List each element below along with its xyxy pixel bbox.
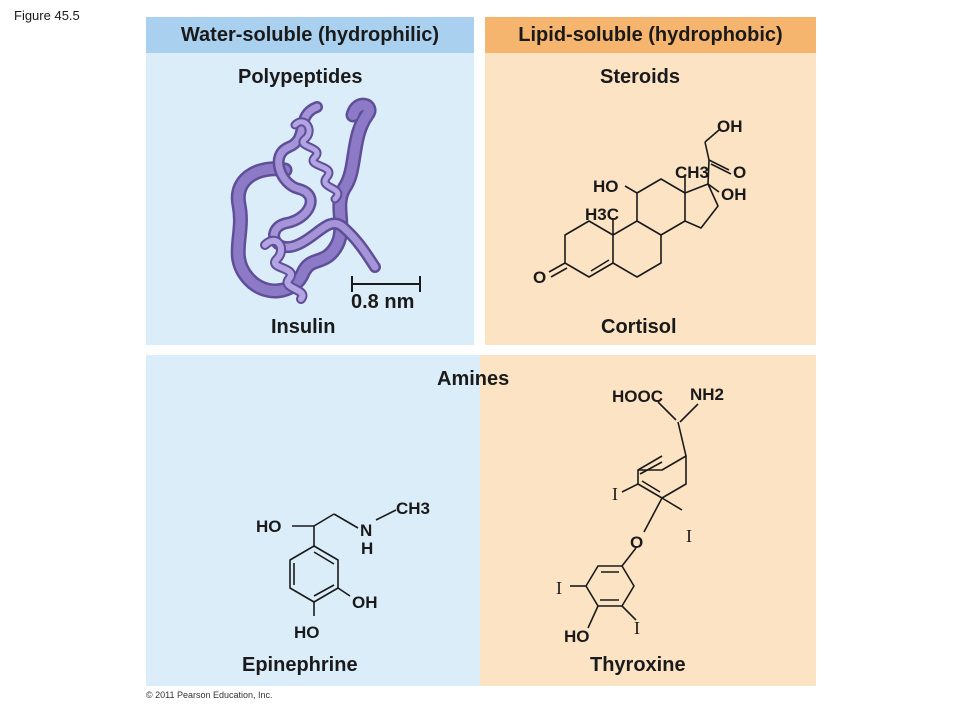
figure-label: Figure 45.5 — [14, 8, 80, 23]
cortisol-ho: HO — [593, 177, 619, 196]
cortisol-oh-top: OH — [717, 117, 743, 136]
cortisol-h3c: H3C — [585, 205, 619, 224]
epinephrine-oh: OH — [352, 593, 378, 612]
scale-bar-label: 0.8 nm — [351, 291, 415, 313]
epinephrine-ho-side: HO — [256, 517, 282, 536]
amines-lipid-panel — [480, 355, 816, 686]
copyright: © 2011 Pearson Education, Inc. — [146, 690, 273, 700]
epinephrine-h: H — [361, 539, 373, 558]
lipid-soluble-header: Lipid-soluble (hydrophobic) — [485, 17, 816, 53]
epinephrine-label: Epinephrine — [242, 654, 358, 676]
polypeptides-title: Polypeptides — [238, 66, 363, 88]
thyroxine-ho: HO — [564, 627, 590, 646]
epinephrine-structure: CH3 HO N H OH HO — [256, 499, 430, 642]
amines-title: Amines — [437, 368, 510, 390]
thyroxine-iodine-4: I — [634, 618, 640, 638]
thyroxine-iodine-3: I — [556, 578, 562, 598]
cortisol-o-ketone: O — [733, 163, 746, 182]
insulin-label: Insulin — [271, 316, 336, 338]
cortisol-o-left: O — [533, 268, 546, 287]
epinephrine-n: N — [360, 521, 372, 540]
thyroxine-iodine-1: I — [612, 484, 618, 504]
thyroxine-nh2: NH2 — [690, 385, 724, 404]
cortisol-structure: OH CH3 O OH HO H3C O — [533, 117, 747, 287]
steroids-title: Steroids — [600, 66, 681, 88]
insulin-ribbon-illustration — [230, 97, 381, 304]
thyroxine-label: Thyroxine — [590, 654, 686, 676]
water-soluble-header: Water-soluble (hydrophilic) — [146, 17, 474, 53]
lipid-soluble-panel — [485, 17, 816, 345]
thyroxine-iodine-2: I — [686, 526, 692, 546]
water-soluble-header-text: Water-soluble (hydrophilic) — [180, 24, 440, 46]
thyroxine-hooc: HOOC — [612, 387, 663, 406]
cortisol-ch3: CH3 — [675, 163, 709, 182]
cortisol-oh-right: OH — [721, 185, 747, 204]
cortisol-label: Cortisol — [601, 316, 677, 338]
scale-bar — [351, 276, 421, 292]
amines-water-panel — [146, 355, 480, 686]
epinephrine-ho-bottom: HO — [294, 623, 320, 642]
thyroxine-structure: HOOC NH2 I O I I HO I — [556, 385, 724, 646]
epinephrine-ch3: CH3 — [396, 499, 430, 518]
thyroxine-o: O — [630, 533, 643, 552]
lipid-soluble-header-text: Lipid-soluble (hydrophobic) — [518, 24, 783, 46]
